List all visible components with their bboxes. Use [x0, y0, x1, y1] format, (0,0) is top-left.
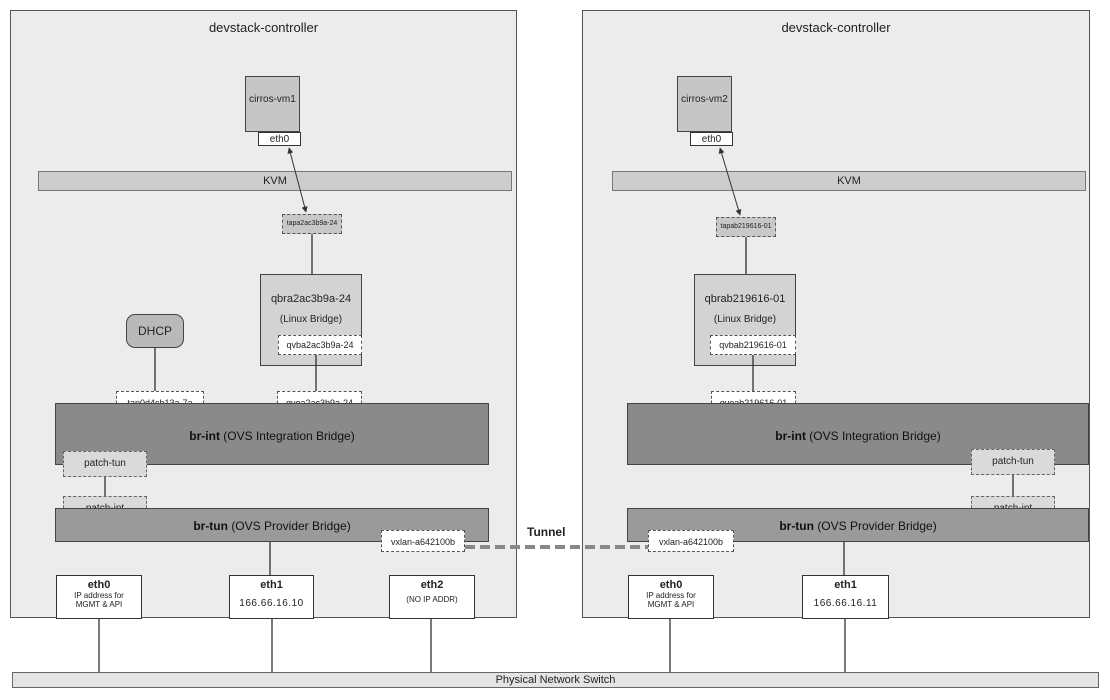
host-2-linux-bridge-name: qbrab219616-01 [704, 293, 786, 305]
host-1-linux-bridge-type: (Linux Bridge) [279, 314, 343, 325]
host-2-vm: cirros-vm2 [677, 76, 732, 132]
physical-network-switch: Physical Network Switch [12, 672, 1099, 688]
host-1-nic-eth0-name: eth0 [87, 579, 111, 591]
tunnel-label: Tunnel [527, 525, 566, 539]
host-1-nic-eth2-name: eth2 [420, 579, 444, 591]
host-2-vm-tap-link [718, 147, 742, 216]
host-2-nic-eth0-line2: MGMT & API [647, 600, 695, 609]
host-1-qvb-port: qvba2ac3b9a-24 [278, 335, 362, 355]
host-2-nic-eth1-ip: 166.66.16.11 [813, 598, 878, 609]
host-1-title: devstack-controller [208, 20, 319, 35]
host-2-br-int-desc: (OVS Integration Bridge) [809, 429, 941, 443]
host-1-tap-port: tapa2ac3b9a-24 [282, 214, 342, 234]
host-1-nic-eth1-ip: 166.66.16.10 [239, 598, 304, 609]
host-2-title: devstack-controller [781, 20, 891, 35]
host-1-kvm-bar: KVM [38, 171, 512, 191]
host-1-nic-eth0: eth0 IP address for MGMT & API [56, 575, 142, 619]
host-1-patch-tun-port: patch-tun [63, 451, 147, 477]
host-1-nic-eth0-line2: MGMT & API [75, 600, 123, 609]
host-1-dhcp-agent: DHCP [126, 314, 184, 348]
host-1-nic-eth2-line1: (NO IP ADDR) [406, 595, 458, 604]
host-1-vm-tap-link [287, 147, 308, 213]
host-2-nic-eth1-name: eth1 [834, 579, 857, 591]
host-2-vxlan-port: vxlan-a642100b [648, 530, 734, 552]
host-2-nic-eth1: eth1 166.66.16.11 [802, 575, 889, 619]
host-1-br-tun-name: br-tun [193, 519, 228, 533]
host-1-nic-eth1: eth1 166.66.16.10 [229, 575, 314, 619]
host-2-patch-tun-port: patch-tun [971, 449, 1055, 475]
host-1-nic-eth0-line1: IP address for [74, 591, 124, 600]
host-1-nic-eth1-name: eth1 [260, 579, 283, 591]
host-2-br-tun-name: br-tun [779, 519, 814, 533]
host-2-nic-eth0-line1: IP address for [646, 591, 696, 600]
host-2-vm-nic: eth0 [690, 132, 733, 146]
host-1-linux-bridge-name: qbra2ac3b9a-24 [270, 293, 352, 305]
host-1-br-int-desc: (OVS Integration Bridge) [223, 429, 355, 443]
host-1-br-int-name: br-int [189, 429, 220, 443]
host-1-nic-eth2: eth2 (NO IP ADDR) [389, 575, 475, 619]
host-2-linux-bridge-type: (Linux Bridge) [713, 314, 777, 325]
host-2-qvb-port: qvbab219616-01 [710, 335, 796, 355]
host-2-br-tun-desc: (OVS Provider Bridge) [817, 519, 937, 533]
host-2-tap-port: tapab219616-01 [716, 217, 776, 237]
host-2-nic-eth0-name: eth0 [659, 579, 683, 591]
host-1-vm: cirros-vm1 [245, 76, 300, 132]
host-1-br-tun-desc: (OVS Provider Bridge) [231, 519, 351, 533]
host-2-br-int-name: br-int [775, 429, 806, 443]
host-2-nic-eth0: eth0 IP address for MGMT & API [628, 575, 714, 619]
host-1-vxlan-port: vxlan-a642100b [381, 530, 465, 552]
host-1-vm-nic: eth0 [258, 132, 301, 146]
